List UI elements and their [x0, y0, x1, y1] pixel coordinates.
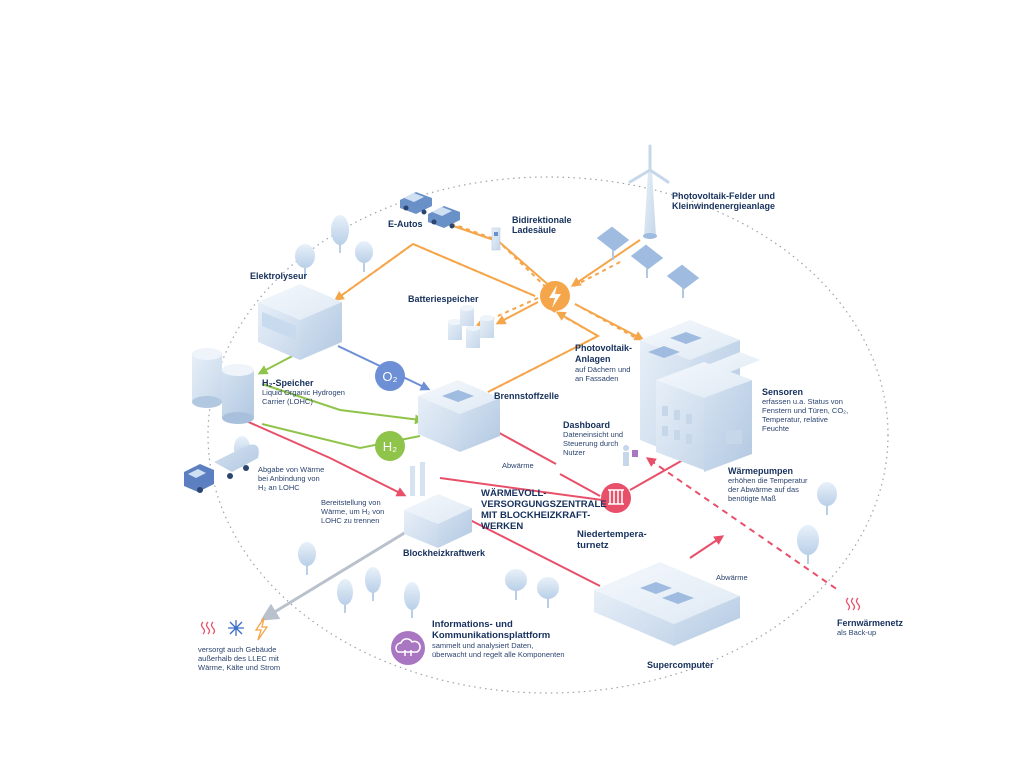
heat-icon: [608, 489, 624, 505]
e-autos-label: E-Autos: [388, 219, 423, 229]
h2-storage-tanks: [192, 348, 254, 424]
line-hub-to-building: [574, 303, 645, 341]
snowflake-icon: [228, 620, 244, 636]
h2-badge: H₂: [375, 431, 405, 461]
line-heat-fuelcell: [493, 429, 557, 465]
supercomputer-label: Supercomputer: [647, 660, 714, 670]
h2-badge-text: H₂: [383, 439, 397, 454]
lightning-icon: [549, 285, 561, 308]
line-pv-to-hub: [496, 239, 556, 292]
batteriespeicher-label: Batteriespeicher: [408, 294, 479, 304]
abgabe-waerme-label: Abgabe von Wärme bei Anbindung von H₂ an…: [258, 465, 325, 492]
heat-hub: [601, 483, 631, 513]
line-heat-hub-building: [629, 453, 695, 491]
abwaerme-label-2: Abwärme: [716, 573, 748, 582]
elektrolyseur-building: [258, 284, 342, 360]
blockheizkraftwerk-label: Blockheizkraftwerk: [403, 548, 486, 558]
system-boundary: [207, 176, 889, 694]
fuel-cell-building: [418, 380, 500, 452]
line-fernwaerme: [645, 457, 839, 591]
charging-station: [491, 227, 501, 251]
lightning-icon: [254, 617, 269, 641]
pv-fields: [595, 225, 701, 298]
trees: [234, 215, 837, 618]
main-building: [640, 320, 760, 472]
heat-waves-icon: [200, 621, 216, 635]
heat-waves-icon: [845, 597, 861, 611]
bereitstellung-label: Bereitstellung von Wärme, um H₂ von LOHC…: [321, 498, 385, 525]
line-heat-network: [469, 519, 601, 587]
electricity-hub: [540, 281, 570, 311]
o2-badge-text: O₂: [382, 369, 397, 384]
line-heat-generic: [559, 473, 601, 497]
line-wind-to-hub: [570, 239, 641, 287]
zentrale-label: WÄRMEVOLL- VERSORGUNGSZENTRALE MIT BLOCK…: [481, 488, 607, 532]
chp-plant: [404, 462, 472, 548]
o2-badge: O₂: [375, 361, 405, 391]
niedertemperatur-label: Niedertempera- turnetz: [577, 529, 647, 551]
wind-turbine: [628, 144, 670, 239]
line-heat-super: [689, 535, 725, 559]
cloud-network-icon: [391, 631, 425, 665]
e-cars: [400, 192, 460, 229]
line-hub-to-electrolyseur: [333, 242, 536, 301]
abwaerme-label-1: Abwärme: [502, 461, 534, 470]
truck: [184, 444, 259, 493]
line-h2-storage: [261, 383, 425, 425]
line-fuelcell-to-hub: [487, 311, 601, 393]
line-heat-storage: [243, 419, 407, 497]
dashboard-user: [623, 445, 638, 466]
line-external-supply: [260, 530, 407, 621]
supercomputer: [594, 562, 740, 646]
versorgt-label: versorgt auch Gebäude außerhalb des LLEC…: [198, 645, 281, 672]
battery-storage: [448, 305, 494, 348]
brennstoffzelle-label: Brennstoffzelle: [494, 391, 560, 401]
line-battery: [495, 301, 539, 325]
info-platform-label: Informations- und Kommunikationsplattfor…: [432, 619, 565, 659]
elektrolyseur-label: Elektrolyseur: [250, 271, 308, 281]
